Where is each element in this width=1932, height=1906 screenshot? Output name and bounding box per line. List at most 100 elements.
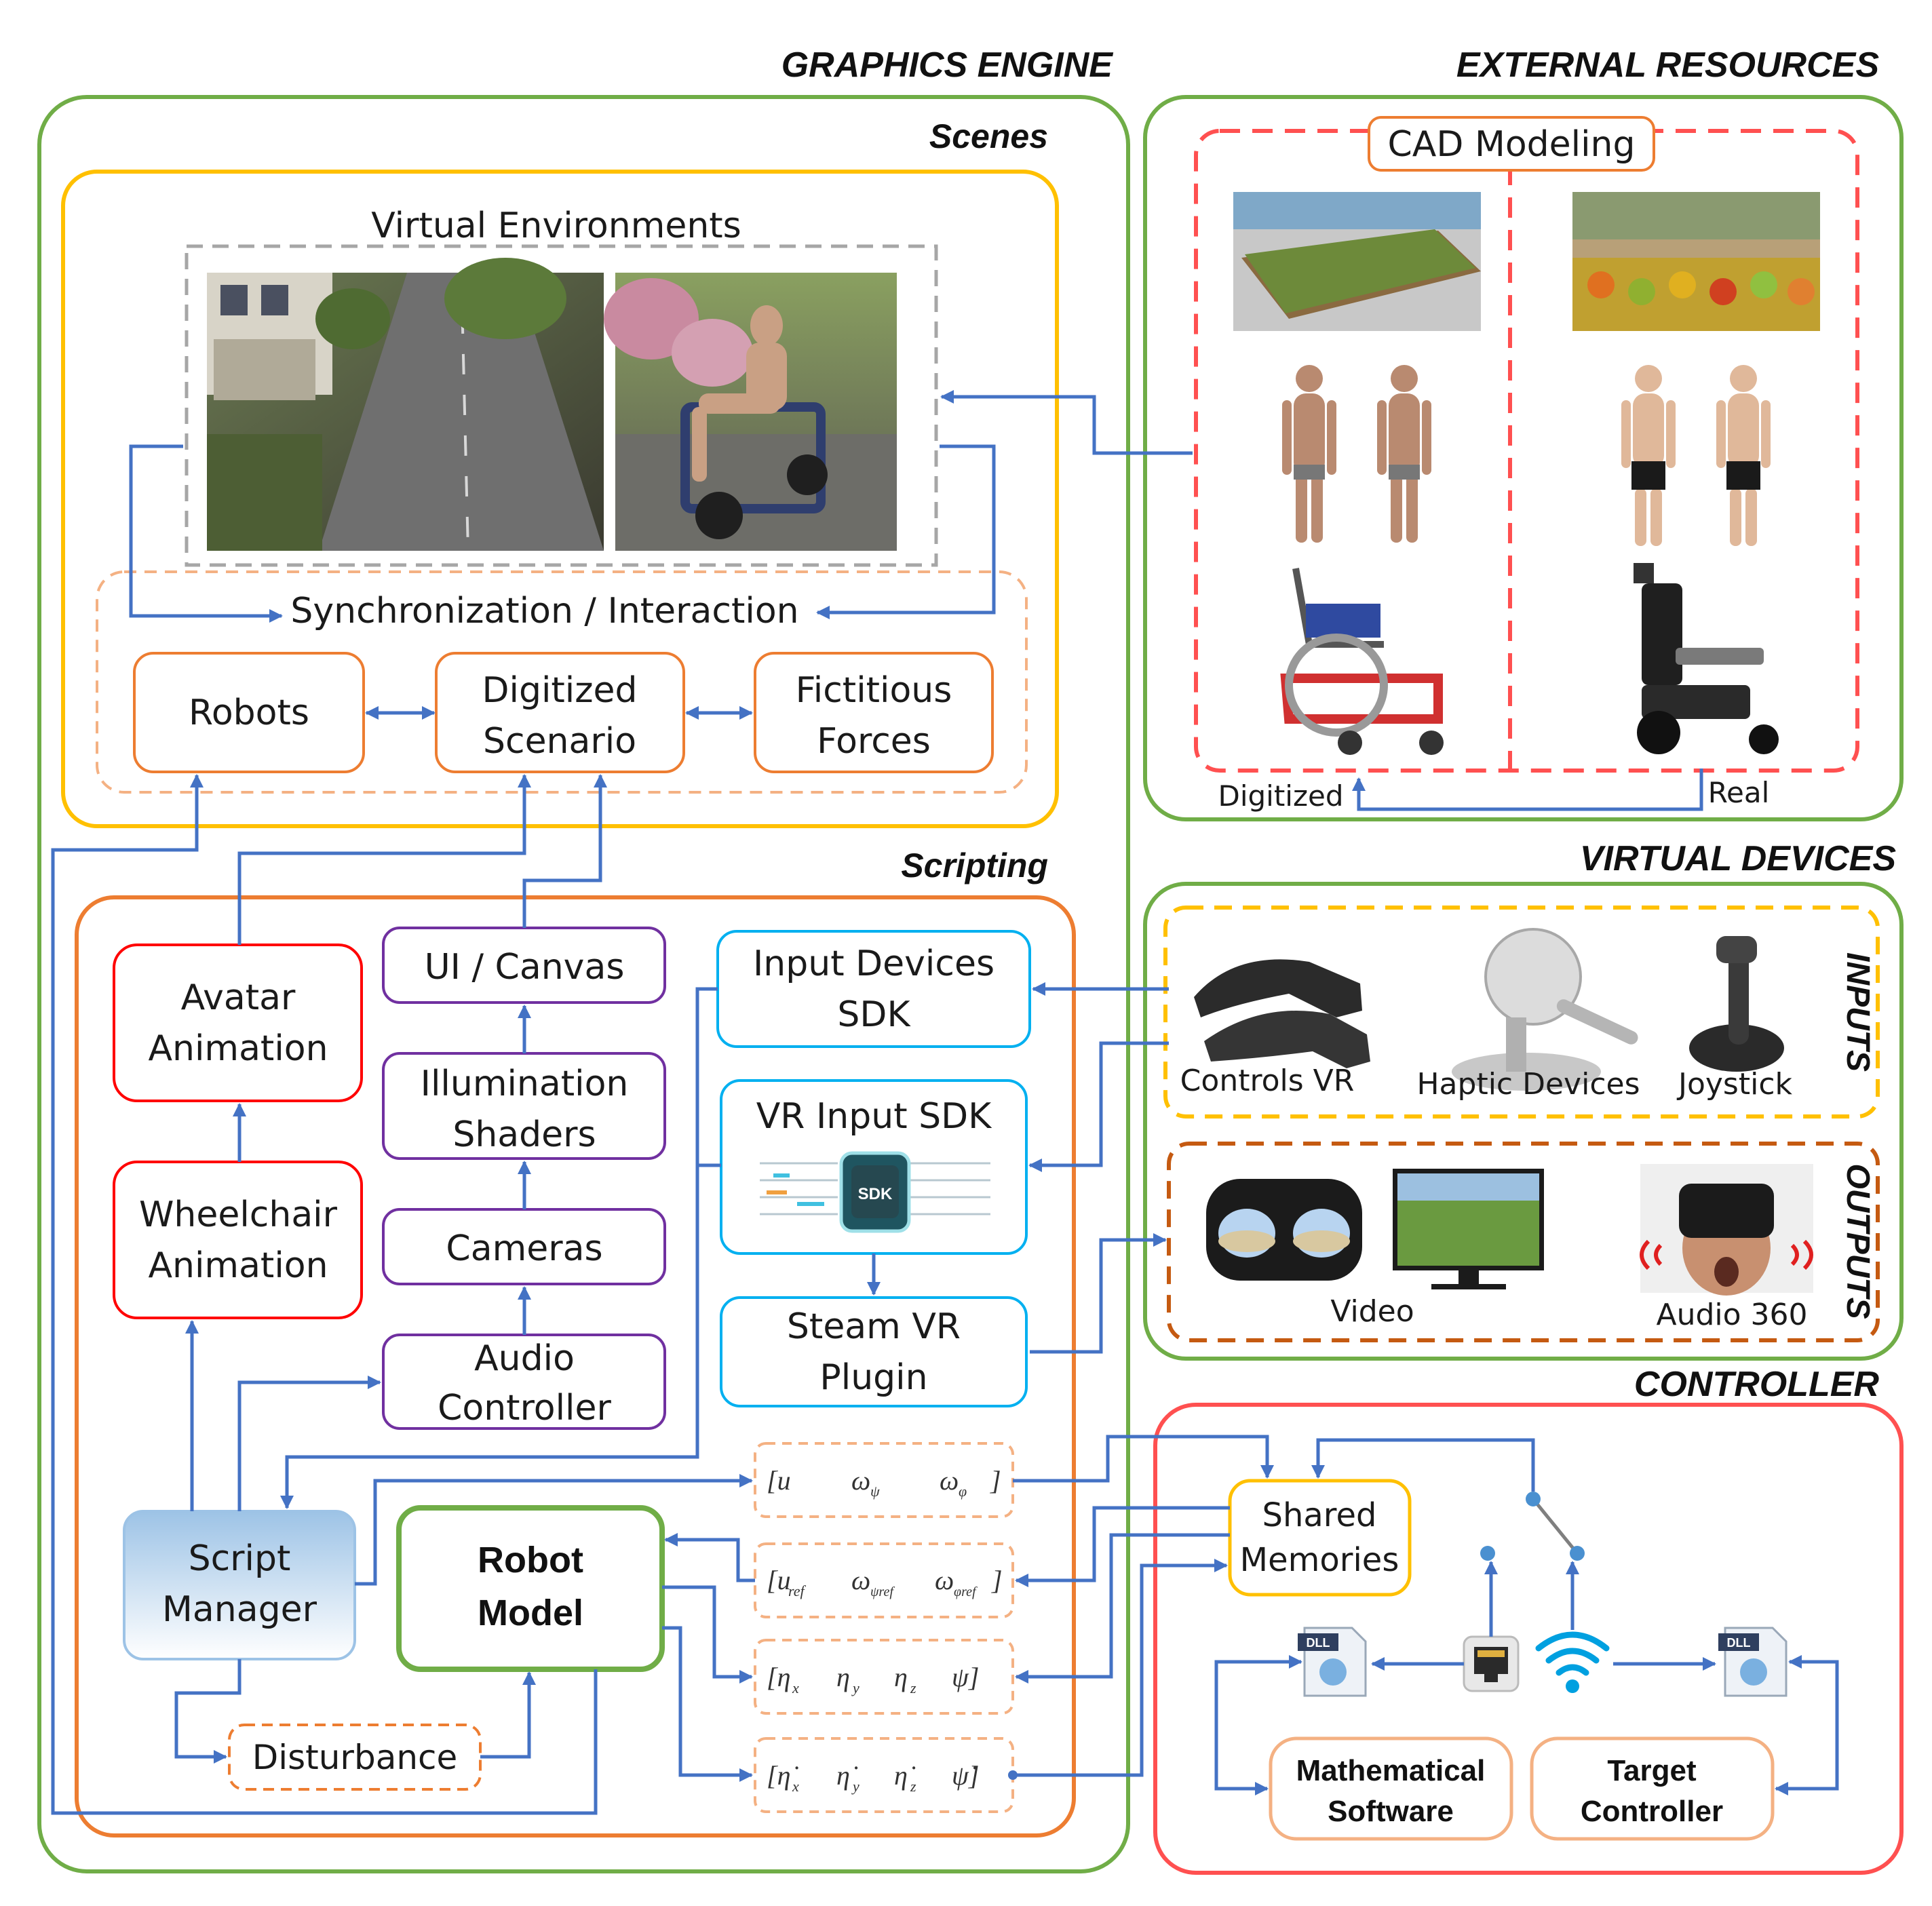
pose-vector-eta-z: η xyxy=(894,1662,908,1692)
robots-label: Robots xyxy=(189,693,309,733)
illumination-shaders-line2: Shaders xyxy=(452,1114,596,1155)
avatar-animation-line2: Animation xyxy=(148,1028,328,1069)
illumination-shaders-line1: Illumination xyxy=(421,1064,629,1104)
digitized-wheelchair-model xyxy=(1280,568,1444,755)
pose-vector-x-sub: x xyxy=(792,1679,799,1696)
avatar-animation-line1: Avatar xyxy=(181,977,296,1018)
inputs-heading: INPUTS xyxy=(1840,952,1876,1072)
velocity-vector-omega-phi: ω xyxy=(940,1465,959,1496)
script-manager-line2: Manager xyxy=(162,1589,317,1630)
steam-vr-plugin-line1: Steam VR xyxy=(787,1306,961,1347)
inputs-frame xyxy=(1163,906,1880,1119)
ethernet-port-icon xyxy=(1463,1635,1520,1692)
connection-switch xyxy=(1480,1492,1585,1561)
velocity-vector-omega-psi: ω xyxy=(851,1465,870,1496)
dll-file-icon-right xyxy=(1718,1627,1788,1697)
script-manager-line1: Script xyxy=(189,1538,291,1579)
virtual-environments-frame xyxy=(185,244,938,567)
digitized-scenario-box xyxy=(435,652,685,773)
pose-rate-vector-psi: ψ̇] xyxy=(952,1760,979,1791)
avatar-wheelchair-scene-image xyxy=(604,273,897,551)
ui-canvas-label: UI / Canvas xyxy=(425,947,625,988)
reference-vector-close: ] xyxy=(991,1565,1003,1595)
scenes-heading: Scenes xyxy=(929,117,1048,155)
controller-heading: CONTROLLER xyxy=(1634,1365,1880,1404)
pose-vector-z-sub: z xyxy=(910,1679,916,1696)
fictitious-forces-line2: Forces xyxy=(817,721,931,762)
robot-model-box xyxy=(396,1505,665,1672)
reference-vector-box xyxy=(754,1542,1014,1618)
wifi-icon xyxy=(1535,1631,1610,1693)
cad-modeling-label: CAD Modeling xyxy=(1388,124,1636,165)
joystick-image xyxy=(1689,936,1784,1072)
haptic-devices-label: Haptic Devices xyxy=(1416,1067,1640,1102)
disturbance-label: Disturbance xyxy=(252,1738,458,1777)
sdk-chip-icon xyxy=(760,1151,990,1233)
fictitious-forces-line1: Fictitious xyxy=(796,670,952,711)
fictitious-forces-box xyxy=(754,652,994,773)
outputs-frame xyxy=(1167,1142,1880,1342)
joystick-label: Joystick xyxy=(1676,1067,1793,1102)
input-devices-sdk-line2: SDK xyxy=(837,994,911,1035)
velocity-vector-psi-sub: ψ xyxy=(870,1483,880,1500)
wheelchair-animation-box xyxy=(113,1161,363,1319)
connectors xyxy=(51,390,1839,1815)
sync-interaction-frame xyxy=(96,570,1028,794)
digitized-supermarket-image xyxy=(1233,192,1481,331)
avatar-animation-box xyxy=(113,944,363,1102)
wheelchair-animation-line2: Animation xyxy=(148,1245,328,1286)
mathematical-software-line2: Software xyxy=(1328,1795,1454,1828)
virtual-devices-heading: VIRTUAL DEVICES xyxy=(1580,839,1896,878)
vr-input-sdk-label: VR Input SDK xyxy=(756,1096,992,1137)
velocity-vector-u: [u xyxy=(767,1465,791,1496)
real-wheelchair-model xyxy=(1634,563,1779,754)
reference-vector-omega-psi: ω xyxy=(851,1565,870,1595)
street-scene-image xyxy=(207,258,604,551)
reference-vector-omega-phi: ω xyxy=(935,1565,954,1595)
mathematical-software-line1: Mathematical xyxy=(1296,1754,1486,1787)
dll-file-icon-left xyxy=(1298,1627,1367,1697)
video-label: Video xyxy=(1330,1294,1414,1329)
cad-modeling-box xyxy=(1368,116,1655,172)
script-manager-box xyxy=(123,1510,356,1660)
graphics-engine-heading: GRAPHICS ENGINE xyxy=(781,45,1114,85)
reference-vector-phi-sub: φref xyxy=(954,1584,978,1599)
shared-memories-line2: Memories xyxy=(1240,1541,1399,1579)
external-resources-heading: EXTERNAL RESOURCES xyxy=(1456,45,1879,85)
velocity-vector-box xyxy=(754,1442,1014,1518)
digitized-human-models xyxy=(1282,365,1431,543)
input-devices-sdk-line1: Input Devices xyxy=(753,944,994,984)
reference-vector-u-sub: ref xyxy=(788,1582,807,1599)
reference-vector-u: [u xyxy=(767,1565,791,1595)
reference-vector-psi-sub: ψref xyxy=(870,1584,895,1599)
controls-vr-label: Controls VR xyxy=(1180,1064,1355,1098)
target-controller-line2: Controller xyxy=(1581,1795,1723,1828)
scripting-heading: Scripting xyxy=(901,847,1048,884)
pose-vector-psi: ψ] xyxy=(952,1662,979,1692)
pose-vector-box xyxy=(754,1639,1014,1715)
target-controller-line1: Target xyxy=(1607,1754,1697,1787)
velocity-vector-phi-sub: φ xyxy=(959,1483,967,1500)
cameras-label: Cameras xyxy=(446,1228,602,1269)
pose-vector-eta-y: η xyxy=(836,1662,850,1692)
real-supermarket-image xyxy=(1572,192,1820,331)
pose-rate-vector-z-sub: z xyxy=(910,1778,916,1795)
haptic-device-image xyxy=(1452,928,1638,1091)
robot-model-line2: Model xyxy=(478,1593,583,1633)
audio-controller-line2: Controller xyxy=(438,1388,611,1428)
disturbance-box xyxy=(228,1724,482,1791)
real-human-models xyxy=(1621,365,1771,546)
external-resources-frame xyxy=(1143,95,1904,821)
audio-360-label: Audio 360 xyxy=(1656,1298,1807,1332)
shared-memories-box xyxy=(1228,1479,1412,1597)
graphics-engine-frame xyxy=(37,95,1130,1873)
shared-memories-line1: Shared xyxy=(1262,1496,1377,1534)
sdk-chip-label: SDK xyxy=(858,1185,893,1203)
sync-interaction-label: Synchronization / Interaction xyxy=(290,591,798,631)
controller-frame xyxy=(1153,1403,1904,1875)
wheelchair-animation-line1: Wheelchair xyxy=(139,1194,338,1235)
audio-controller-line1: Audio xyxy=(474,1338,575,1379)
dll-right-label: DLL xyxy=(1727,1636,1751,1650)
virtual-devices-frame xyxy=(1143,882,1904,1361)
pose-vector-y-sub: y xyxy=(851,1679,859,1696)
